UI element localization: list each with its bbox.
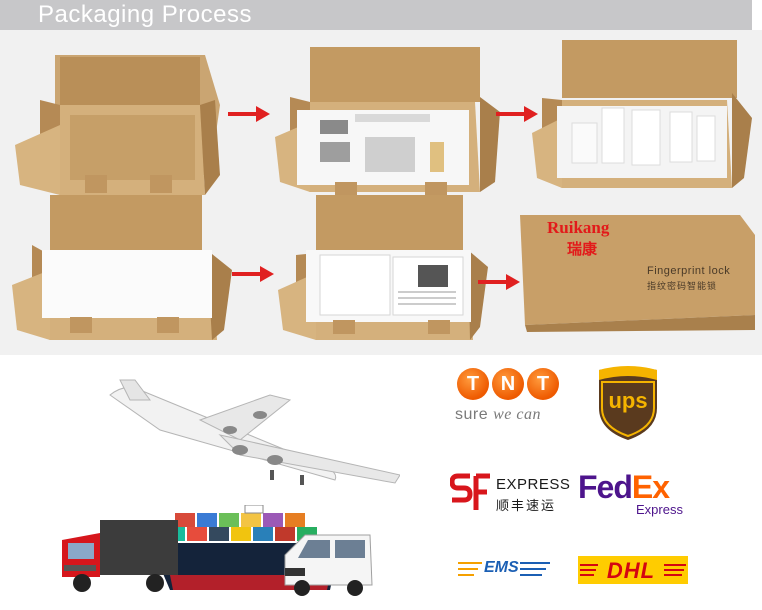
dhl-text: DHL xyxy=(606,558,656,583)
right-arrow-icon xyxy=(228,106,270,127)
packaging-steps: Ruikang 瑞康 Fingerprint lock 指纹密码智能锁 xyxy=(0,30,762,355)
ups-logo: UPS xyxy=(595,364,665,444)
step-parts-in-box xyxy=(275,42,500,202)
ems-logo: EMS xyxy=(458,558,558,582)
box-product-name-cn: 指纹密码智能锁 xyxy=(647,282,718,292)
tnt-tagline: sure we can xyxy=(455,406,570,424)
truck-icon xyxy=(62,520,178,592)
sf-line1: EXPRESS xyxy=(496,476,571,493)
ups-text: UPS xyxy=(608,388,648,413)
tnt-letter: T xyxy=(527,368,559,400)
step-manual-inserted xyxy=(278,195,488,345)
ems-text: EMS xyxy=(484,559,519,576)
right-arrow-icon xyxy=(478,274,520,295)
tnt-letter: T xyxy=(457,368,489,400)
step-wrapped-items xyxy=(532,38,752,196)
sf-mark-icon xyxy=(450,473,490,510)
tnt-logo: T N T sure we can xyxy=(455,368,570,448)
step-empty-box xyxy=(15,45,220,205)
header-bar: Packaging Process xyxy=(0,0,752,30)
shipping-section: T N T sure we can UPS EXPRESS 顺丰速运 xyxy=(0,360,762,610)
airplane-icon xyxy=(109,379,400,485)
box-brand-latin: Ruikang xyxy=(547,218,610,237)
fedex-sub: Express xyxy=(636,502,683,517)
step-closed-box: Ruikang 瑞康 Fingerprint lock 指纹密码智能锁 xyxy=(515,210,755,335)
fedex-ex: Ex xyxy=(631,469,670,505)
fedex-logo: FedEx Express xyxy=(578,470,698,530)
box-product-name: Fingerprint lock xyxy=(647,265,731,277)
page-title: Packaging Process xyxy=(38,1,252,28)
sf-express-logo: EXPRESS 顺丰速运 xyxy=(450,470,580,520)
sf-line2: 顺丰速运 xyxy=(496,499,557,514)
right-arrow-icon xyxy=(232,266,274,287)
tnt-circles: T N T xyxy=(457,368,570,400)
tnt-tagline-script: we can xyxy=(493,406,541,423)
tnt-letter: N xyxy=(492,368,524,400)
dhl-stripes-icon xyxy=(580,564,686,576)
dhl-logo: DHL xyxy=(578,556,688,586)
fedex-wordmark: FedEx xyxy=(578,470,698,504)
right-arrow-icon xyxy=(496,106,538,127)
tnt-tagline-plain: sure xyxy=(455,406,494,423)
step-foam-cover xyxy=(12,195,232,345)
box-brand-chinese: 瑞康 xyxy=(567,240,598,258)
ups-shield-icon xyxy=(599,366,657,440)
ems-stripes-icon xyxy=(458,562,550,576)
transport-illustration xyxy=(60,370,400,600)
fedex-fed: Fed xyxy=(578,469,633,505)
van-icon xyxy=(284,534,373,596)
